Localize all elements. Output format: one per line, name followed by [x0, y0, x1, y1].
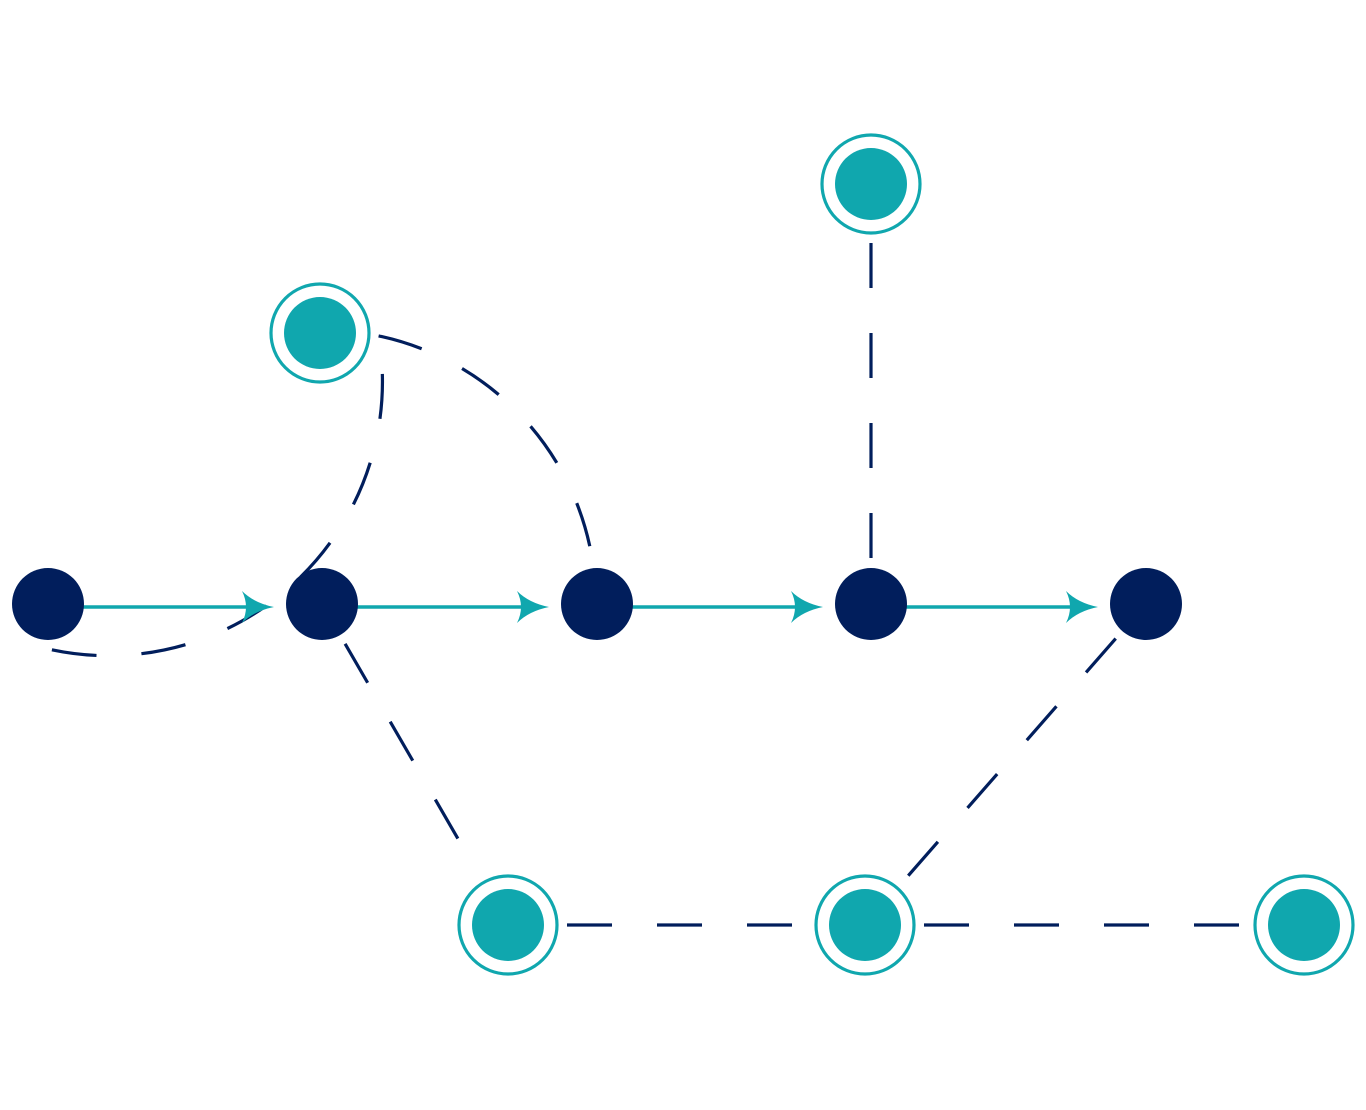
arrowhead [791, 591, 823, 623]
secondary-node-dot [1268, 889, 1340, 961]
dashed-link-p2-s-bottom-left [343, 642, 480, 875]
primary-node-dot [561, 568, 633, 640]
node-p2 [286, 568, 358, 640]
arrow-p3-p4 [631, 591, 823, 623]
node-s-arc [269, 282, 371, 384]
arrowhead [517, 591, 549, 623]
node-s-bottom-left [457, 874, 559, 976]
primary-node-dot [835, 568, 907, 640]
secondary-node-dot [835, 148, 907, 220]
arrowhead [242, 591, 274, 623]
dashed-link-p5-s-bottom-middle [902, 637, 1117, 882]
node-s-bottom-right [1253, 874, 1355, 976]
nodes-layer [12, 133, 1355, 976]
secondary-node-dot [829, 889, 901, 961]
node-p3 [561, 568, 633, 640]
node-p4 [835, 568, 907, 640]
primary-node-dot [12, 568, 84, 640]
node-s-bottom-middle [814, 874, 916, 976]
node-p1 [12, 568, 84, 640]
directed-edges-layer [82, 591, 1098, 623]
arrowhead [1066, 591, 1098, 623]
primary-node-dot [286, 568, 358, 640]
secondary-node-dot [472, 889, 544, 961]
node-p5 [1110, 568, 1182, 640]
arrow-p1-p2 [82, 591, 274, 623]
dashed-link-p1-s-arc [51, 335, 385, 658]
node-s-top [820, 133, 922, 235]
dashed-links-layer [51, 243, 1245, 927]
primary-node-dot [1110, 568, 1182, 640]
dashed-link-s-arc-p3 [378, 334, 594, 559]
secondary-node-dot [284, 297, 356, 369]
arrow-p2-p3 [356, 591, 549, 623]
arrow-p4-p5 [905, 591, 1098, 623]
